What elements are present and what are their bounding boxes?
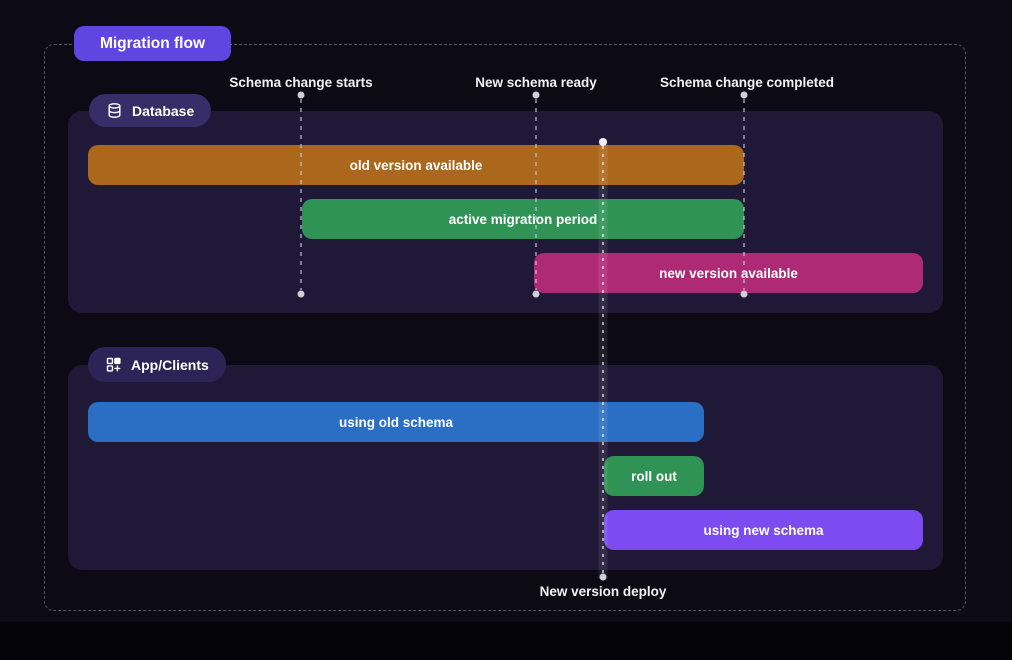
apps-plus-icon	[106, 357, 121, 372]
bar-old-version-available: old version available	[88, 145, 744, 185]
deploy-line	[602, 146, 604, 574]
bar-label: active migration period	[448, 211, 598, 227]
database-icon	[108, 103, 121, 118]
bar-using-old-schema: using old schema	[88, 402, 704, 442]
milestone-line-schema-change-completed	[743, 99, 745, 290]
milestone-line-schema-change-starts	[300, 99, 302, 290]
bar-label: roll out	[631, 468, 677, 484]
title-badge: Migration flow	[74, 26, 231, 61]
bar-using-new-schema: using new schema	[604, 510, 923, 550]
database-badge: Database	[89, 94, 212, 127]
deploy-dot-bottom	[599, 573, 607, 581]
bottom-strip	[0, 622, 1012, 660]
milestone-line-new-schema-ready	[535, 99, 537, 290]
deploy-dot-top	[599, 138, 607, 146]
milestone-label-schema-change-completed: Schema change completed	[659, 75, 835, 90]
database-badge-label: Database	[132, 102, 195, 119]
bar-active-migration-period: active migration period	[302, 199, 744, 239]
milestone-label-schema-change-starts: Schema change starts	[229, 75, 373, 90]
diagram-boundary	[44, 44, 966, 611]
app-clients-badge: App/Clients	[88, 347, 226, 382]
bar-label: new version available	[659, 265, 798, 281]
bar-label: using old schema	[338, 414, 454, 430]
milestone-dot	[740, 290, 748, 298]
milestone-dot	[532, 91, 540, 99]
bar-roll-out: roll out	[604, 456, 704, 496]
milestone-label-new-version-deploy: New version deploy	[539, 584, 667, 599]
milestone-dot	[532, 290, 540, 298]
title-label: Migration flow	[99, 34, 206, 52]
milestone-dot	[297, 91, 305, 99]
app-clients-badge-label: App/Clients	[131, 356, 209, 373]
milestone-label-new-schema-ready: New schema ready	[475, 75, 597, 90]
milestone-dot	[297, 290, 305, 298]
bar-new-version-available: new version available	[534, 253, 923, 293]
bar-label: using new schema	[703, 522, 824, 538]
milestone-dot	[740, 91, 748, 99]
bar-label: old version available	[349, 157, 483, 173]
